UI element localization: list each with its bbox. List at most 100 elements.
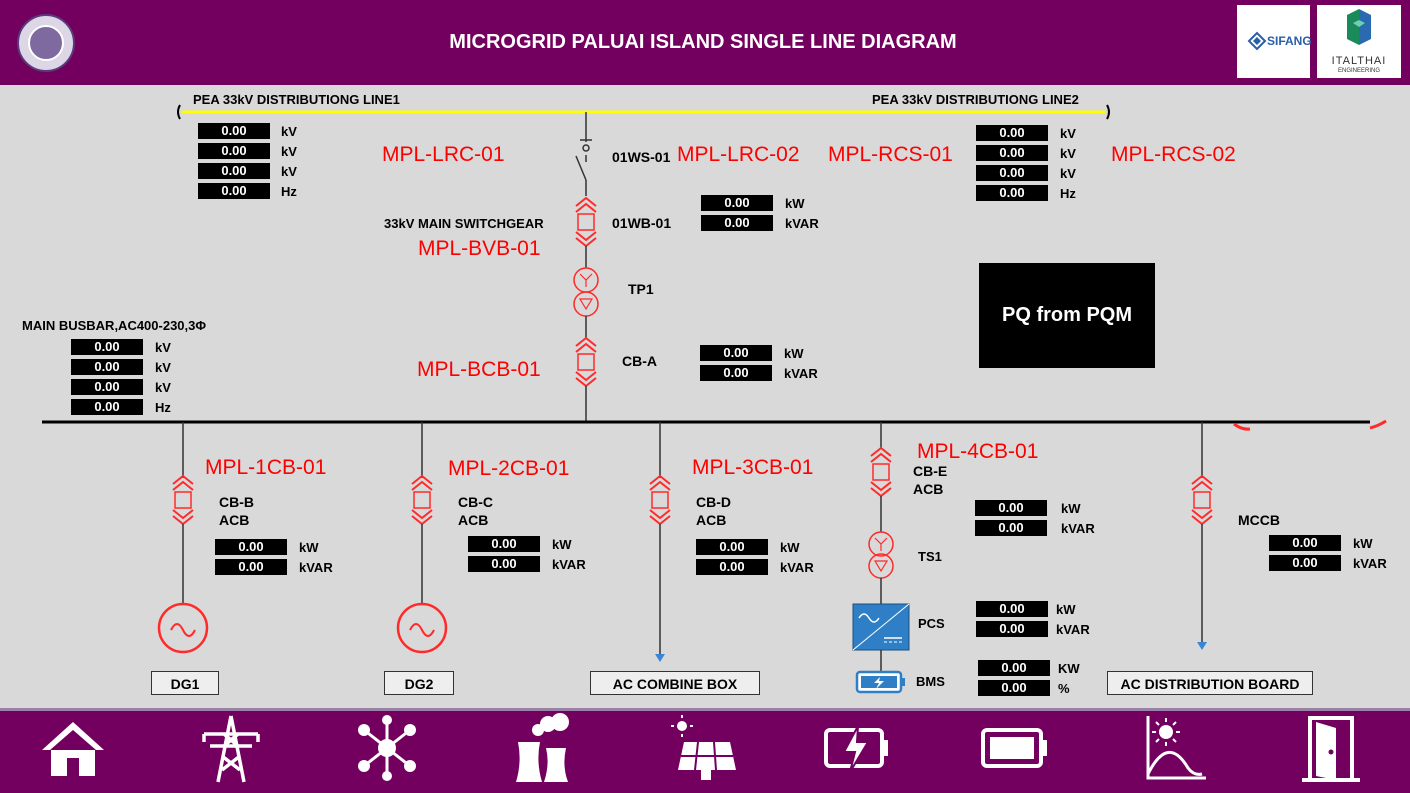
tag-1cb01: MPL-1CB-01 bbox=[205, 456, 327, 479]
ac-combine-box-button[interactable]: AC COMBINE BOX bbox=[590, 671, 760, 695]
tag-bcb01: MPL-BCB-01 bbox=[417, 358, 541, 381]
bms-soc-value: 0.00 bbox=[978, 680, 1050, 696]
seal-emblem bbox=[28, 25, 64, 61]
transmission-tower-icon[interactable] bbox=[196, 712, 266, 784]
cbb-acb-label: ACB bbox=[219, 512, 250, 528]
busbar-frequency-unit: Hz bbox=[155, 400, 171, 415]
line2-frequency-value: 0.00 bbox=[976, 185, 1048, 201]
network-icon[interactable] bbox=[352, 712, 422, 784]
cba-kw-unit: kW bbox=[784, 346, 804, 361]
line1-terminal bbox=[177, 104, 181, 120]
wb01-kw-unit: kW bbox=[785, 196, 805, 211]
bms-label: BMS bbox=[916, 674, 945, 689]
transformer-tp1 bbox=[573, 267, 599, 317]
ts1-label: TS1 bbox=[918, 549, 942, 564]
line2-voltage-b-unit: kV bbox=[1060, 146, 1076, 161]
dg1-button[interactable]: DG1 bbox=[151, 671, 219, 695]
solar-panel-icon[interactable] bbox=[670, 712, 740, 784]
cbe-kvar-value: 0.00 bbox=[975, 520, 1047, 536]
line2-voltage-a-unit: kV bbox=[1060, 126, 1076, 141]
arrow-down-icon bbox=[655, 654, 665, 662]
cbd-label: CB-D bbox=[696, 494, 731, 510]
line2-voltage-c-unit: kV bbox=[1060, 166, 1076, 181]
tag-lrc02: MPL-LRC-02 bbox=[677, 143, 800, 166]
cbd-kvar-unit: kVAR bbox=[780, 560, 814, 575]
pea-line2-label: PEA 33kV DISTRIBUTIONG LINE2 bbox=[872, 92, 1079, 107]
cba-label: CB-A bbox=[622, 353, 657, 369]
breaker-cba bbox=[575, 336, 597, 388]
home-icon[interactable] bbox=[38, 712, 108, 784]
disconnect-switch-01ws01 bbox=[575, 144, 590, 196]
cbc-kvar-unit: kVAR bbox=[552, 557, 586, 572]
battery-icon[interactable] bbox=[980, 712, 1050, 784]
italthai-mark-icon bbox=[1347, 9, 1371, 45]
generator-dg1 bbox=[157, 602, 209, 654]
breaker-cbe bbox=[870, 446, 892, 498]
wb01-kw-value: 0.00 bbox=[701, 195, 773, 211]
sifang-logo-text: SIFANG bbox=[1267, 34, 1312, 48]
tag-3cb01: MPL-3CB-01 bbox=[692, 456, 814, 479]
cba-kvar-unit: kVAR bbox=[784, 366, 818, 381]
cbc-kw-value: 0.00 bbox=[468, 536, 540, 552]
ac-distribution-board-button[interactable]: AC DISTRIBUTION BOARD bbox=[1107, 671, 1313, 695]
line2-voltage-a-value: 0.00 bbox=[976, 125, 1048, 141]
pcs-kw-unit: kW bbox=[1056, 602, 1076, 617]
solar-irradiance-icon[interactable] bbox=[1140, 712, 1210, 784]
tag-lrc01: MPL-LRC-01 bbox=[382, 143, 505, 166]
power-plant-icon[interactable] bbox=[508, 712, 578, 784]
cbc-acb-label: ACB bbox=[458, 512, 489, 528]
line2-frequency-unit: Hz bbox=[1060, 186, 1076, 201]
battery-charging-icon[interactable] bbox=[822, 712, 892, 784]
italthai-logo-text: ITALTHAI bbox=[1331, 55, 1387, 67]
main-busbar-label: MAIN BUSBAR,AC400-230,3Φ bbox=[22, 318, 207, 333]
cbd-kw-value: 0.00 bbox=[696, 539, 768, 555]
transformer-ts1 bbox=[868, 531, 894, 579]
pcs-inverter-icon bbox=[852, 603, 910, 651]
line1-voltage-a-unit: kV bbox=[281, 124, 297, 139]
dg2-button[interactable]: DG2 bbox=[384, 671, 454, 695]
cbb-label: CB-B bbox=[219, 494, 254, 510]
exit-door-icon[interactable] bbox=[1296, 712, 1366, 784]
italthai-logo-subtext: ENGINEERING bbox=[1337, 68, 1380, 74]
bms-soc-unit: % bbox=[1058, 681, 1070, 696]
cbe-acb-label: ACB bbox=[913, 481, 944, 497]
cbd-kvar-value: 0.00 bbox=[696, 559, 768, 575]
sifang-logo: SIFANG bbox=[1237, 5, 1312, 78]
pcs-label: PCS bbox=[918, 616, 945, 631]
cbd-kw-unit: kW bbox=[780, 540, 800, 555]
nav-divider bbox=[0, 708, 1410, 711]
mccb-kw-value: 0.00 bbox=[1269, 535, 1341, 551]
breaker-cbb bbox=[172, 474, 194, 526]
line2-voltage-c-value: 0.00 bbox=[976, 165, 1048, 181]
tag-rcs02: MPL-RCS-02 bbox=[1111, 143, 1236, 166]
wb01-kvar-unit: kVAR bbox=[785, 216, 819, 231]
line1-voltage-a-value: 0.00 bbox=[198, 123, 270, 139]
cbe-kw-unit: kW bbox=[1061, 501, 1081, 516]
cbb-kvar-value: 0.00 bbox=[215, 559, 287, 575]
busbar-frequency-value: 0.00 bbox=[71, 399, 143, 415]
generator-dg2 bbox=[396, 602, 448, 654]
cbb-kw-value: 0.00 bbox=[215, 539, 287, 555]
breaker-mccb bbox=[1191, 474, 1213, 526]
pcs-kw-value: 0.00 bbox=[976, 601, 1048, 617]
busbar-voltage-b-unit: kV bbox=[155, 360, 171, 375]
cba-kw-value: 0.00 bbox=[700, 345, 772, 361]
line1-voltage-b-unit: kV bbox=[281, 144, 297, 159]
tag-4cb01: MPL-4CB-01 bbox=[917, 440, 1039, 463]
cbd-acb-label: ACB bbox=[696, 512, 727, 528]
wb01-kvar-value: 0.00 bbox=[701, 215, 773, 231]
pcs-kvar-value: 0.00 bbox=[976, 621, 1048, 637]
pq-from-pqm-panel[interactable]: PQ from PQM bbox=[979, 263, 1155, 368]
bms-kw-unit: KW bbox=[1058, 661, 1080, 676]
cbc-kvar-value: 0.00 bbox=[468, 556, 540, 572]
mccb-kw-unit: kW bbox=[1353, 536, 1373, 551]
pea-seal-logo bbox=[17, 14, 75, 72]
busbar-voltage-b-value: 0.00 bbox=[71, 359, 143, 375]
tag-bvb01: MPL-BVB-01 bbox=[418, 237, 541, 260]
cbc-kw-unit: kW bbox=[552, 537, 572, 552]
sifang-mark-icon bbox=[1247, 31, 1267, 51]
line1-voltage-c-value: 0.00 bbox=[198, 163, 270, 179]
tag-2cb01: MPL-2CB-01 bbox=[448, 457, 570, 480]
main-switchgear-label: 33kV MAIN SWITCHGEAR bbox=[384, 216, 544, 231]
